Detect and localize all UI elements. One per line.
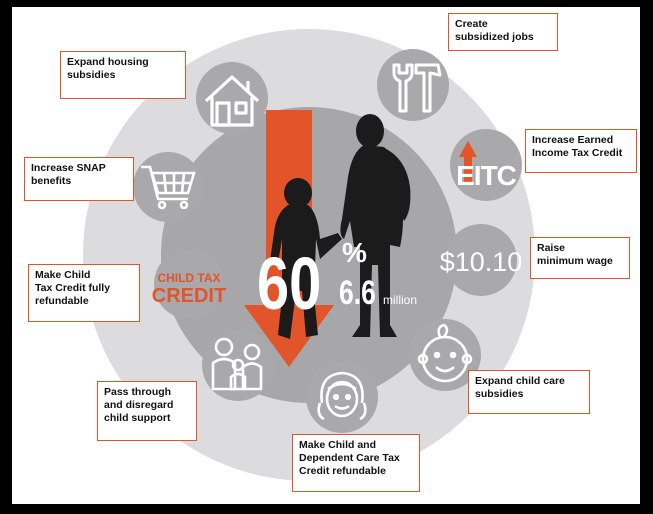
icon-circle-min-wage	[445, 224, 517, 296]
label-child-tax-credit: Make Child Tax Credit fully refundable	[28, 264, 140, 322]
label-jobs: Create subsidized jobs	[448, 13, 558, 51]
house-icon	[204, 75, 260, 127]
minimum-wage-icon: $10.10	[440, 247, 523, 277]
infographic: EITC $10.10 CHILD TAX CREDIT	[12, 7, 640, 504]
label-dependent-care: Make Child and Dependent Care Tax Credit…	[292, 434, 420, 492]
icon-circle-jobs	[377, 49, 449, 121]
mother-silhouette	[340, 114, 411, 337]
label-child-care: Expand child care subsidies	[468, 370, 590, 414]
icon-circle-snap	[133, 152, 203, 222]
label-snap: Increase SNAP benefits	[24, 157, 134, 201]
eitc-icon-text: EITC	[456, 160, 517, 191]
family-icon	[211, 337, 263, 391]
eitc-arrow-icon: EITC	[456, 141, 518, 191]
child-silhouette	[270, 178, 342, 339]
icon-circle-dependent-care	[306, 361, 378, 433]
diagram-graphic: EITC $10.10 CHILD TAX CREDIT	[83, 29, 535, 481]
baby-face-icon	[417, 323, 473, 383]
label-child-support: Pass through and disregard child support	[97, 381, 197, 441]
percent-sign: %	[342, 237, 367, 268]
icon-circle-housing	[196, 62, 268, 134]
shopping-cart-icon	[141, 165, 196, 210]
tools-icon	[392, 63, 442, 113]
amount-unit: million	[383, 293, 417, 307]
child-tax-credit-icon-line2: CREDIT	[152, 285, 226, 307]
amount-value: 6.6	[339, 274, 376, 312]
icon-circle-child-tax-credit	[154, 249, 224, 319]
child-tax-credit-icon-line1: CHILD TAX	[157, 271, 220, 285]
label-housing: Expand housing subsidies	[60, 51, 186, 99]
girl-face-icon	[317, 371, 367, 421]
child-tax-credit-icon: CHILD TAX CREDIT	[152, 271, 226, 307]
label-min-wage: Raise minimum wage	[530, 237, 630, 279]
percent-number: 60	[257, 243, 321, 326]
label-eitc: Increase Earned Income Tax Credit	[525, 129, 637, 173]
